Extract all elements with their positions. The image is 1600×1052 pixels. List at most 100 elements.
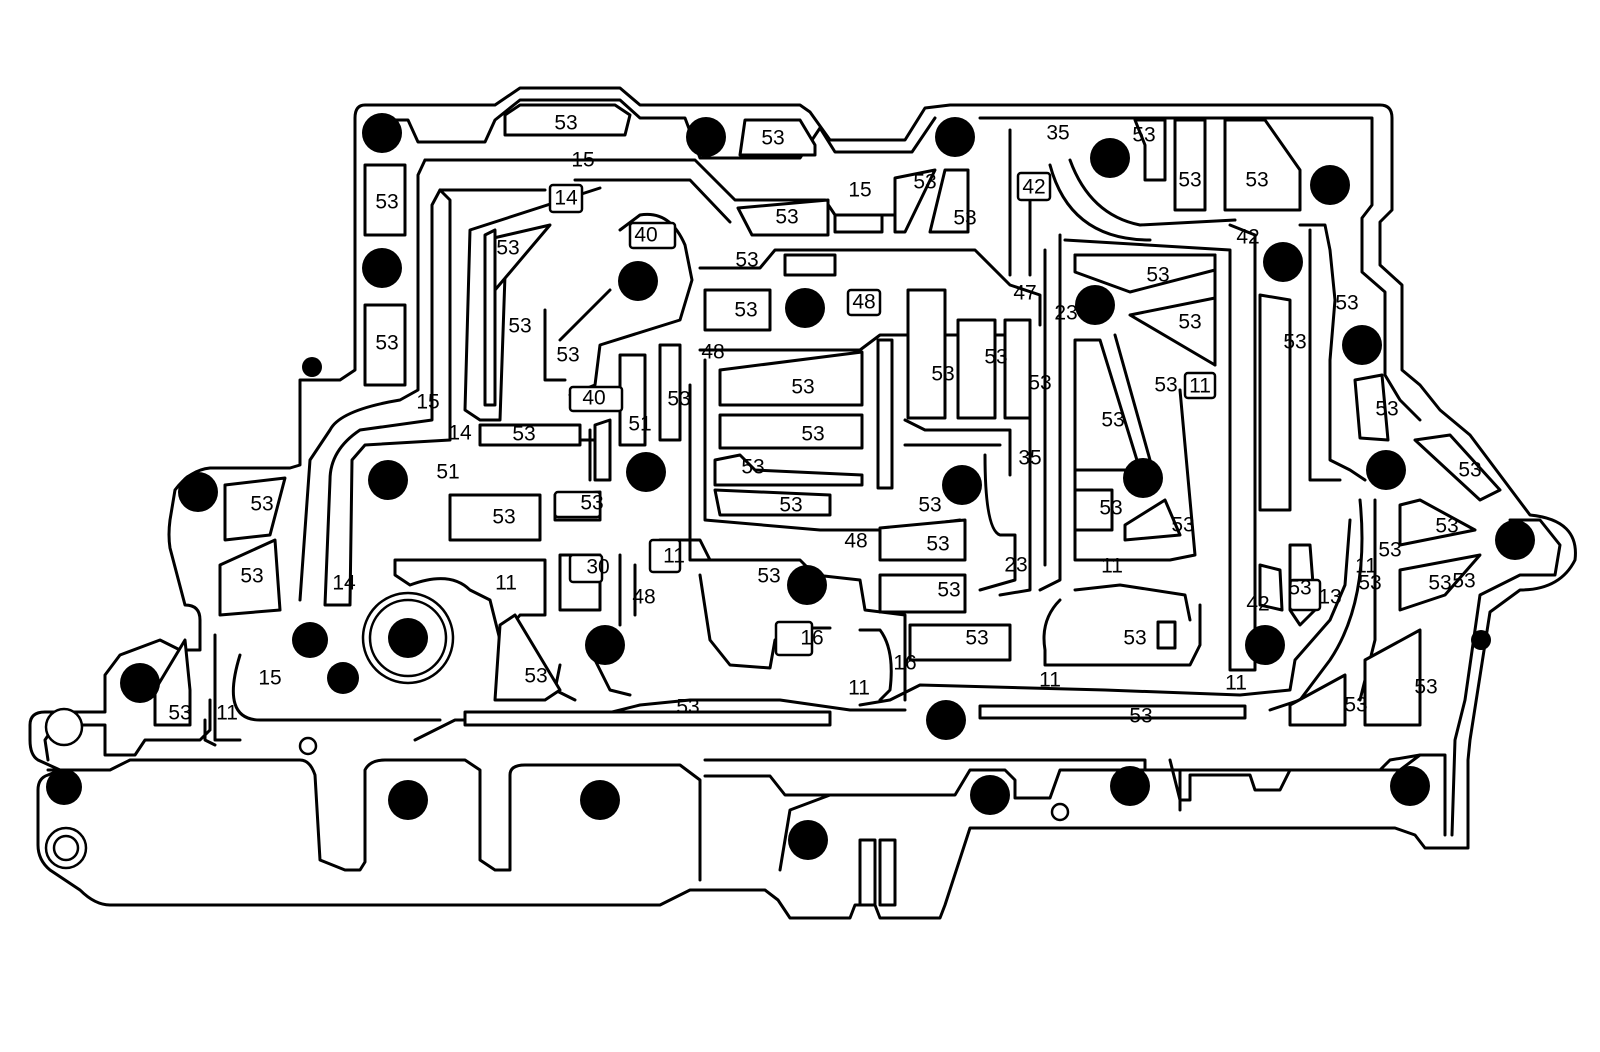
label: 53 bbox=[676, 696, 699, 719]
label: 53 bbox=[801, 423, 824, 446]
label: 53 bbox=[1288, 577, 1311, 600]
label: 11 bbox=[1039, 669, 1061, 692]
label: 51 bbox=[436, 461, 459, 484]
pockets bbox=[153, 103, 1502, 727]
label: 53 bbox=[1123, 627, 1146, 650]
label: 53 bbox=[1375, 398, 1398, 421]
label: 11 bbox=[1101, 555, 1123, 578]
label: 53 bbox=[496, 237, 519, 260]
label: 11 bbox=[1355, 555, 1377, 578]
label: 51 bbox=[628, 413, 651, 436]
label: 53 bbox=[735, 249, 758, 272]
label: 53 bbox=[250, 493, 273, 516]
label: 53 bbox=[775, 206, 798, 229]
label: 53 bbox=[508, 315, 531, 338]
label: 14 bbox=[332, 572, 356, 595]
label: 53 bbox=[1458, 459, 1481, 482]
label: 53 bbox=[1028, 372, 1051, 395]
label: 53 bbox=[953, 207, 976, 230]
label: 11 bbox=[663, 545, 685, 568]
label: 23 bbox=[1004, 554, 1027, 577]
label: 53 bbox=[667, 388, 690, 411]
label: 42 bbox=[1022, 176, 1045, 199]
lower-pass-b bbox=[703, 774, 952, 797]
label: 53 bbox=[1132, 124, 1155, 147]
label: 14 bbox=[554, 187, 578, 210]
label: 53 bbox=[1344, 694, 1367, 717]
label: 48 bbox=[852, 291, 875, 314]
label: 53 bbox=[918, 494, 941, 517]
label: 53 bbox=[492, 506, 515, 529]
label: 30 bbox=[586, 556, 609, 579]
label: 53 bbox=[1414, 676, 1437, 699]
lower-slot bbox=[858, 838, 897, 907]
label: 53 bbox=[375, 332, 398, 355]
label: 53 bbox=[554, 112, 577, 135]
plate-outline bbox=[28, 86, 1577, 920]
label: 53 bbox=[240, 565, 263, 588]
label: 53 bbox=[1428, 572, 1451, 595]
label: 53 bbox=[734, 299, 757, 322]
label: 53 bbox=[580, 492, 603, 515]
label: 53 bbox=[913, 171, 936, 194]
label: 16 bbox=[800, 627, 823, 650]
locator-hole-1 bbox=[44, 707, 84, 747]
label: 42 bbox=[1236, 226, 1259, 249]
label: 35 bbox=[1046, 122, 1069, 145]
locator-hole-3 bbox=[1050, 802, 1070, 822]
label: 53 bbox=[1178, 311, 1201, 334]
label: 53 bbox=[1452, 570, 1475, 593]
label: 53 bbox=[937, 579, 960, 602]
label: 11 bbox=[1189, 375, 1211, 398]
label: 13 bbox=[1318, 586, 1341, 609]
label: 53 bbox=[791, 376, 814, 399]
label: 53 bbox=[779, 494, 802, 517]
label: 40 bbox=[634, 224, 657, 247]
label: 53 bbox=[168, 702, 191, 725]
label: 53 bbox=[761, 127, 784, 150]
label: 11 bbox=[216, 702, 238, 725]
label: 53 bbox=[375, 191, 398, 214]
label: 53 bbox=[1378, 539, 1401, 562]
label: 53 bbox=[1435, 515, 1458, 538]
label: 23 bbox=[1054, 302, 1077, 325]
locator-hole-2 bbox=[298, 736, 318, 756]
label: 40 bbox=[582, 387, 605, 410]
label: 53 bbox=[1358, 572, 1381, 595]
label: 53 bbox=[965, 627, 988, 650]
label: 53 bbox=[984, 346, 1007, 369]
label: 48 bbox=[632, 586, 655, 609]
passage-labels: 53 53 53 53 53 53 35 53 53 15 14 15 53 5… bbox=[168, 112, 1481, 728]
label: 15 bbox=[258, 667, 281, 690]
bolt-holes bbox=[46, 113, 1535, 860]
label: 35 bbox=[1018, 447, 1041, 470]
label: 53 bbox=[1283, 331, 1306, 354]
label-boxes bbox=[548, 171, 1322, 657]
label: 53 bbox=[931, 363, 954, 386]
label: 53 bbox=[757, 565, 780, 588]
label: 53 bbox=[1335, 292, 1358, 315]
label: 16 bbox=[893, 652, 916, 675]
label: 53 bbox=[524, 665, 547, 688]
label: 53 bbox=[1146, 264, 1169, 287]
label: 11 bbox=[848, 677, 870, 700]
label: 15 bbox=[848, 179, 871, 202]
label: 48 bbox=[844, 530, 867, 553]
plate-inner-border bbox=[368, 98, 1562, 837]
label: 53 bbox=[1154, 374, 1177, 397]
label: 53 bbox=[1101, 409, 1124, 432]
label: 53 bbox=[556, 344, 579, 367]
label: 48 bbox=[701, 341, 724, 364]
label: 11 bbox=[495, 572, 517, 595]
label: 53 bbox=[926, 533, 949, 556]
label: 14 bbox=[448, 422, 472, 445]
label: 15 bbox=[416, 391, 439, 414]
main-bore-center bbox=[388, 618, 428, 658]
lower-pass-a bbox=[703, 758, 1182, 812]
label: 53 bbox=[1178, 169, 1201, 192]
label: 53 bbox=[512, 423, 535, 446]
label: 42 bbox=[1246, 593, 1269, 616]
label: 53 bbox=[1099, 497, 1122, 520]
label: 11 bbox=[1225, 672, 1247, 695]
